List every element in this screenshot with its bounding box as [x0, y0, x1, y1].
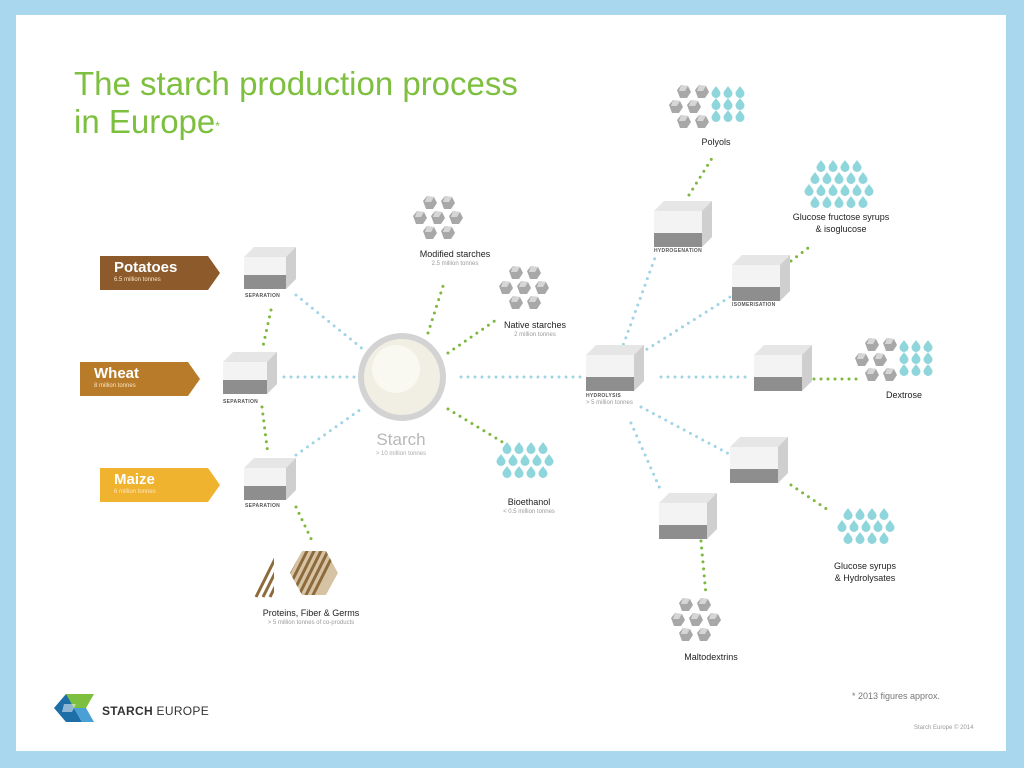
coproducts-amount: > 5 million tonnes of co-products — [267, 620, 355, 626]
coproducts-connector-line — [294, 505, 316, 547]
input-label: Maize — [114, 471, 155, 488]
title-asterisk: * — [215, 119, 220, 133]
starch-europe-logo-icon — [54, 694, 94, 722]
hydrogenation-to-polyols-line — [687, 153, 716, 197]
separation-to-starch-line — [294, 293, 366, 352]
modified-starches-label: Modified starches — [419, 249, 491, 259]
coproducts-stripe-icon — [303, 548, 331, 598]
copyright: Starch Europe © 2014 — [914, 725, 974, 731]
process-diagram — [223, 85, 933, 641]
starch-amount: > 10 million tonnes — [375, 451, 427, 457]
maltodextrin-box-to-maltodextrins-line — [699, 539, 708, 597]
modified-starches-crystal-icon — [413, 196, 463, 239]
hydrolysis-amount: > 5 million tonnes — [586, 400, 633, 406]
native-starches-amount: 2 million tonnes — [514, 332, 556, 338]
dextrose-process-box — [754, 345, 812, 391]
hydrolysis-to-hydrogenation-line — [619, 253, 658, 353]
native-starches-crystal-icon — [499, 266, 549, 309]
separation-label: SEPARATION — [223, 399, 259, 405]
input-amount: 6.5 million tonnes — [114, 277, 161, 283]
separation-connector-line — [260, 405, 270, 457]
isomerisation-box — [732, 255, 790, 301]
hydrolysis-to-gsh-box-line — [639, 405, 733, 457]
hydrolysis-label: HYDROLYSIS — [586, 393, 622, 399]
polyols-crystal-icon — [669, 85, 709, 128]
gfs-droplet-icon — [804, 160, 874, 208]
bioethanol-amount: < 0.5 million tonnes — [503, 509, 555, 515]
arrow-shape-icon — [100, 468, 220, 502]
starch-label: Starch — [376, 430, 426, 449]
hydrogenation-label: HYDROGENATION — [654, 248, 702, 254]
bioethanol-droplet-icon — [496, 442, 554, 479]
maltodextrins-crystal-icon — [671, 598, 721, 641]
bioethanol-label: Bioethanol — [507, 497, 551, 507]
input-amount: 8 million tonnes — [94, 383, 136, 389]
separation-box — [223, 352, 277, 394]
native-starches-label: Native starches — [503, 320, 567, 330]
separation-box — [244, 458, 296, 500]
coproducts-label: Proteins, Fiber & Germs — [262, 608, 360, 618]
isomerisation-label: ISOMERISATION — [732, 302, 776, 308]
glucose-syrups-process-box — [730, 437, 788, 483]
gfs-label-1: Glucose fructose syrups — [792, 212, 890, 222]
starch-circle-highlight-icon — [372, 345, 420, 393]
polyols-label: Polyols — [701, 137, 731, 147]
wheat-arrow: Wheat 8 million tonnes — [80, 362, 200, 396]
dextrose-droplet-icon — [899, 340, 933, 376]
separation-label: SEPARATION — [245, 293, 281, 299]
gsh-label-2: & Hydrolysates — [834, 573, 896, 583]
isomerisation-to-gfs-line — [789, 243, 814, 263]
hydrolysis-box — [586, 345, 644, 391]
hydrogenation-box — [654, 201, 712, 247]
dextrose-label: Dextrose — [885, 390, 922, 400]
maltodextrin-process-box — [659, 493, 717, 539]
potatoes-arrow: Potatoes 6.5 million tonnes — [100, 256, 220, 290]
separation-connector-line — [260, 308, 273, 353]
coproducts-mask-icon — [274, 543, 354, 603]
polyols-droplet-icon — [711, 86, 745, 122]
gfs-label-2: & isoglucose — [815, 224, 867, 234]
footnote: * 2013 figures approx. — [852, 691, 941, 701]
dextrose-crystal-icon — [855, 338, 897, 381]
diagram-frame: The starch production process in Europe*… — [16, 15, 1006, 751]
separation-box — [244, 247, 296, 289]
coproducts-stripe-icon — [296, 548, 324, 598]
input-label: Potatoes — [114, 259, 178, 276]
starch-to-native-line — [446, 318, 498, 355]
logo-text: STARCH EUROPE — [102, 704, 210, 718]
title-line-2: in Europe* — [74, 103, 220, 140]
input-label: Wheat — [94, 365, 139, 382]
page-title: The starch production process in Europe* — [74, 65, 594, 141]
title-line-1: The starch production process — [74, 65, 518, 102]
starch-to-bioethanol-line — [446, 407, 506, 445]
gsh-box-to-gsh-line — [789, 483, 833, 514]
gsh-droplet-icon — [837, 508, 895, 544]
arrow-shape-icon — [80, 362, 200, 396]
hydrolysis-to-maltodextrin-box-line — [629, 421, 663, 493]
modified-starches-amount: 2.5 million tonnes — [431, 261, 479, 267]
starch-to-modified-line — [426, 281, 446, 335]
maize-arrow: Maize 6 million tonnes — [100, 468, 220, 502]
hydrolysis-to-isomerisation-line — [639, 295, 732, 355]
separation-label: SEPARATION — [245, 503, 281, 509]
separation-to-starch-line — [294, 405, 366, 457]
gsh-label-1: Glucose syrups — [833, 561, 897, 571]
input-amount: 6 million tonnes — [114, 489, 156, 495]
maltodextrins-label: Maltodextrins — [684, 652, 738, 662]
arrow-shape-icon — [100, 256, 220, 290]
